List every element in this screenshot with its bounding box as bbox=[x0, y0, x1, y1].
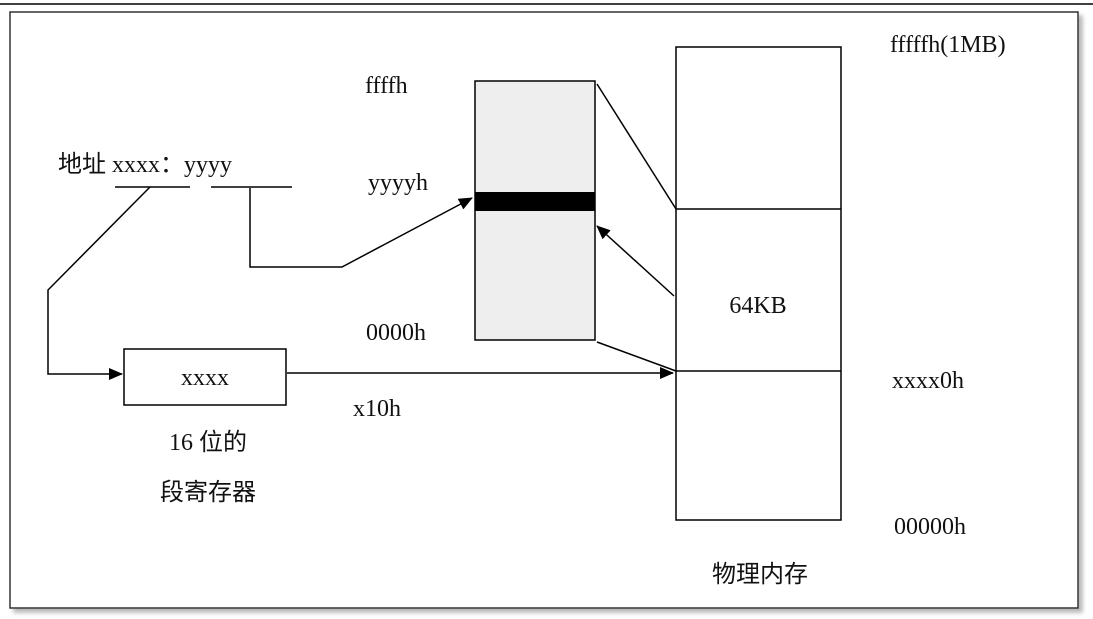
offset-band bbox=[475, 192, 595, 211]
memory-top-label: fffffh(1MB) bbox=[890, 32, 1006, 58]
memory-to-segment-arrow bbox=[596, 225, 675, 297]
address-label: 地址 xxxx：yyyy bbox=[58, 151, 232, 178]
memory-title: 物理内存 bbox=[712, 561, 808, 588]
segment-bottom-label: 0000h bbox=[366, 320, 426, 346]
memory-base-label: xxxx0h bbox=[892, 368, 964, 394]
segment-register-box bbox=[123, 348, 287, 406]
segment-top-connector bbox=[596, 83, 677, 210]
offset-to-segment-arrow bbox=[249, 188, 473, 268]
segment-offset-label: yyyyh bbox=[368, 170, 428, 196]
physical-memory-column bbox=[675, 46, 842, 521]
segment-to-register-arrow bbox=[47, 186, 151, 380]
memory-bottom-label: 00000h bbox=[894, 514, 966, 540]
segment-register-caption-1: 16 位的 bbox=[169, 429, 247, 456]
segment-register-caption-2: 段寄存器 bbox=[160, 479, 256, 506]
segment-register-value: xxxx bbox=[181, 365, 229, 391]
segment-top-label: ffffh bbox=[365, 73, 408, 99]
multiplier-label: x10h bbox=[353, 396, 401, 422]
segment-bottom-connector bbox=[596, 341, 677, 372]
segment-size-label: 64KB bbox=[729, 293, 786, 319]
